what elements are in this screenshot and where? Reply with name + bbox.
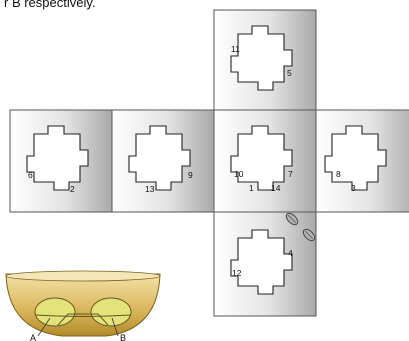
bowl-label-b: B: [120, 333, 126, 341]
face-left-outer: 6 2: [10, 110, 112, 212]
face-left-outer-number-a: 6: [28, 170, 33, 180]
face-center-number-d: 14: [271, 183, 281, 193]
face-bottom-number-b: 12: [232, 268, 242, 278]
bowl-illustration: A B: [6, 271, 160, 341]
face-left-inner-number-b: 9: [188, 170, 193, 180]
face-top-number-a: 11: [231, 44, 240, 54]
face-center-number-c: 1: [249, 183, 254, 193]
face-right-number-a: 8: [336, 169, 341, 179]
face-center-number-a: 10: [234, 169, 244, 179]
face-top: 11 5: [214, 10, 316, 110]
face-center-number-b: 7: [288, 169, 293, 179]
face-right-number-b: 3: [351, 183, 356, 193]
face-top-number-b: 5: [287, 68, 292, 78]
face-left-outer-number-b: 2: [70, 184, 75, 194]
bowl-label-a: A: [30, 333, 36, 341]
face-bottom-number-a: 4: [288, 248, 293, 258]
face-left-inner-number-a: 13: [145, 184, 155, 194]
face-bottom: 4 12: [214, 212, 316, 316]
face-right: 8 3: [316, 110, 409, 212]
bowl-lobe-left: [35, 298, 75, 326]
face-left-inner: 13 9: [112, 110, 214, 212]
bowl-lobe-right: [91, 298, 131, 326]
face-center: 10 7 1 14: [214, 110, 316, 212]
